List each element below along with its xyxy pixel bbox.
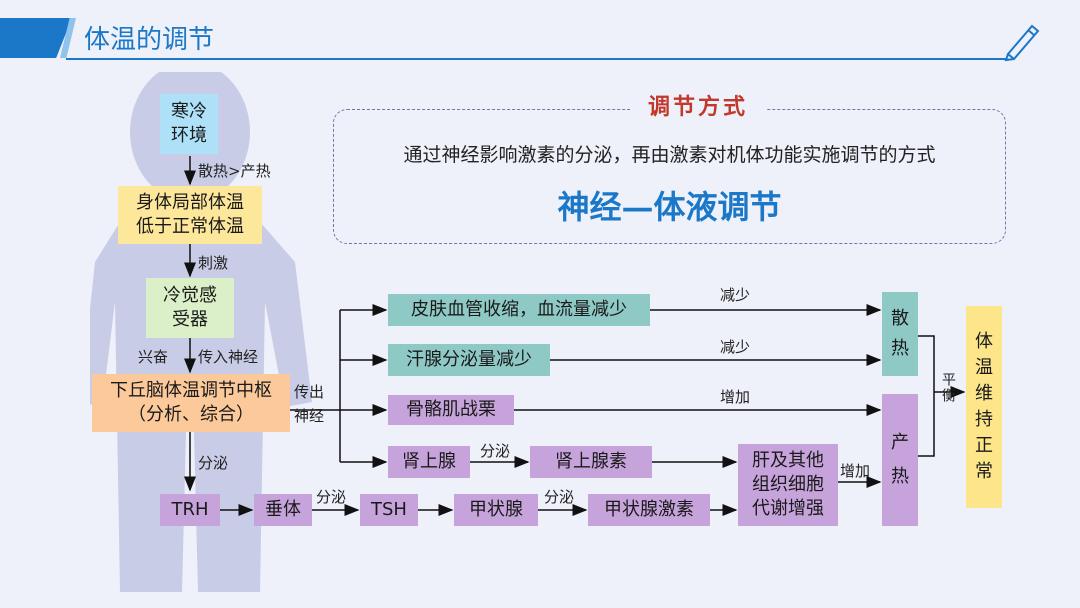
cold-receptor-text: 冷觉感受器 xyxy=(163,285,217,330)
body-temp-low-box: 身体局部体温低于正常体温 xyxy=(118,186,262,244)
method-title: 调节方式 xyxy=(630,92,766,122)
adrenal-box: 肾上腺 xyxy=(388,446,470,478)
liver-metabolism-text: 肝及其他组织细胞代谢增强 xyxy=(752,450,824,519)
sweat-box: 汗腺分泌量减少 xyxy=(388,344,550,376)
label-stimulate: 刺激 xyxy=(198,254,229,272)
method-name: 神经—体液调节 xyxy=(557,188,782,226)
adrenaline-box: 肾上腺素 xyxy=(530,446,652,478)
thyroid-box: 甲状腺 xyxy=(454,494,538,526)
label-excite: 兴奋 xyxy=(138,348,169,366)
hypothalamus-text: 下丘脑体温调节中枢（分析、综合） xyxy=(110,380,272,425)
pituitary-box: 垂体 xyxy=(254,494,312,526)
label-secrete-thyroid: 分泌 xyxy=(544,488,575,506)
label-secrete-adrenal: 分泌 xyxy=(480,442,511,460)
label-decrease-skin: 减少 xyxy=(720,286,751,304)
page-title: 体温的调节 xyxy=(84,25,215,55)
heat-loss-box: 散热 xyxy=(882,292,918,376)
label-balance: 平衡 xyxy=(940,372,956,404)
method-description: 通过神经影响激素的分泌，再由激素对机体功能实施调节的方式 xyxy=(403,144,936,166)
header-underline xyxy=(66,58,1006,60)
hypothalamus-box: 下丘脑体温调节中枢（分析、综合） xyxy=(92,374,290,432)
label-increase-liver: 增加 xyxy=(840,462,871,480)
liver-metabolism-box: 肝及其他组织细胞代谢增强 xyxy=(738,444,838,526)
cold-receptor-box: 冷觉感受器 xyxy=(146,278,234,338)
label-afferent: 传入神经 xyxy=(198,348,259,366)
label-secrete-hypothalamus: 分泌 xyxy=(198,454,229,472)
thyroxine-box: 甲状腺激素 xyxy=(588,494,710,526)
body-temp-low-text: 身体局部体温低于正常体温 xyxy=(136,192,244,237)
label-efferent: 传出神经 xyxy=(294,380,334,428)
heat-loss-text: 散热 xyxy=(891,308,909,359)
cold-environment-box: 寒冷环境 xyxy=(160,94,218,154)
balance-result-text: 体温维持正常 xyxy=(975,331,993,482)
label-heat-diff: 散热>产热 xyxy=(198,162,271,180)
balance-result-box: 体温维持正常 xyxy=(966,306,1002,508)
heat-production-box: 产热 xyxy=(882,394,918,526)
label-secrete-pituitary: 分泌 xyxy=(316,488,347,506)
cold-environment-text: 寒冷环境 xyxy=(171,101,207,146)
heat-production-text: 产热 xyxy=(891,432,909,487)
tsh-box: TSH xyxy=(360,494,418,526)
trh-box: TRH xyxy=(160,494,220,526)
pen-icon xyxy=(1004,24,1040,62)
skin-vessel-box: 皮肤血管收缩，血流量减少 xyxy=(388,294,650,326)
label-decrease-sweat: 减少 xyxy=(720,338,751,356)
label-efferent-text: 传出神经 xyxy=(294,383,325,425)
label-increase-muscle: 增加 xyxy=(720,388,751,406)
muscle-box: 骨骼肌战栗 xyxy=(388,395,514,425)
